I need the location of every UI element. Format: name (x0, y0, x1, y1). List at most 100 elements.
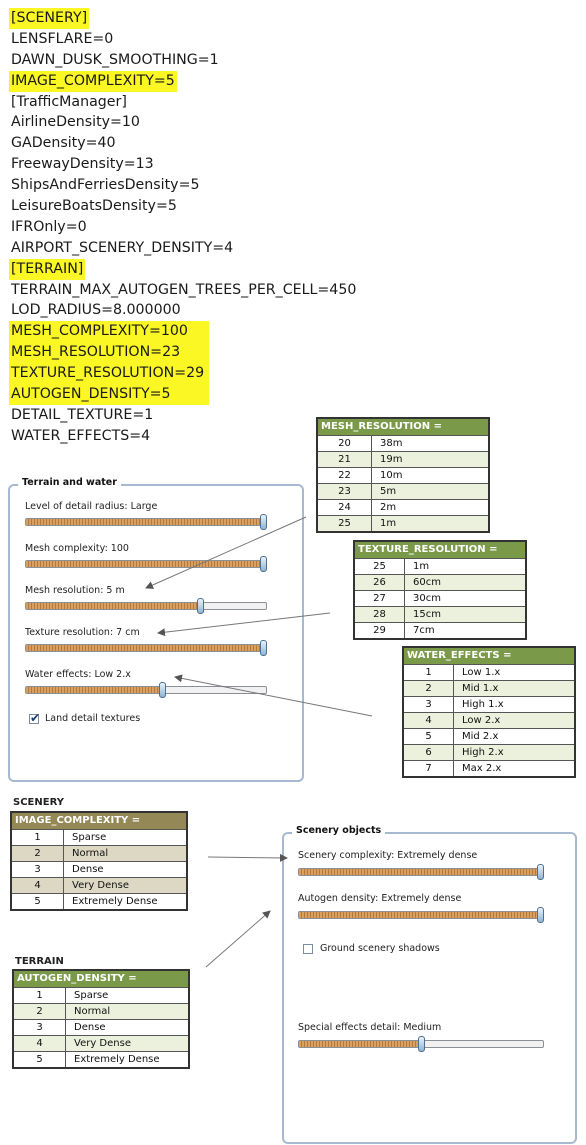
table-cell-meaning: 15cm (413, 609, 441, 620)
special-effects-slider-thumb[interactable] (417, 1036, 425, 1052)
table-row: 3 Dense (14, 1019, 188, 1035)
table-cell-meaning: Dense (72, 864, 104, 875)
autogen-density-slider-thumb[interactable] (537, 907, 544, 923)
table-cell-value: 1 (404, 665, 454, 680)
special-effects-label: Special effects detail: Medium (298, 1022, 442, 1033)
mesh-complexity-slider-thumb[interactable] (260, 556, 267, 572)
table-cell-value: 7 (404, 761, 454, 776)
config-line: FreewayDensity=13 (9, 154, 569, 175)
table-cell-meaning: Normal (72, 848, 109, 859)
config-line: AUTOGEN_DENSITY=5 (9, 384, 569, 405)
mesh-resolution-slider-fill (26, 603, 202, 609)
table-cell-value: 4 (12, 878, 64, 893)
arrow-water (174, 674, 373, 717)
config-line: TERRAIN_MAX_AUTOGEN_TREES_PER_CELL=450 (9, 280, 569, 301)
water-effects-slider-thumb[interactable] (158, 682, 166, 698)
water-effects-slider-fill (26, 687, 163, 693)
image-table-header: IMAGE_COMPLEXITY = (12, 813, 186, 829)
table-cell-value: 25 (318, 516, 372, 531)
autogen-density-label: Autogen density: Extremely dense (298, 893, 462, 904)
config-line: DAWN_DUSK_SMOOTHING=1 (9, 50, 569, 71)
table-cell-value: 2 (14, 1004, 66, 1019)
land-detail-checkbox[interactable]: ✔ (29, 711, 41, 725)
config-line-text: WATER_EFFECTS=4 (11, 427, 151, 444)
table-cell-value: 5 (14, 1052, 66, 1067)
table-cell-meaning: 7cm (413, 625, 435, 636)
scenery-panel-title: Scenery objects (292, 825, 386, 836)
table-cell-meaning: Extremely Dense (72, 896, 158, 907)
scenery-complexity-slider-fill (299, 869, 543, 875)
config-line-text: MESH_RESOLUTION=23 (9, 342, 209, 364)
config-line-text: AirlineDensity=10 (11, 114, 140, 131)
config-line: [SCENERY] (9, 8, 569, 29)
table-cell-meaning: 1m (380, 518, 397, 529)
ground-shadows-checkbox[interactable] (303, 944, 313, 954)
table-cell-value: 4 (404, 713, 454, 728)
special-effects-slider-fill (299, 1041, 421, 1047)
config-line-text: TERRAIN_MAX_AUTOGEN_TREES_PER_CELL=450 (11, 281, 357, 298)
scenery-complexity-label: Scenery complexity: Extremely dense (298, 850, 478, 861)
config-line: DETAIL_TEXTURE=1 (9, 405, 569, 426)
autogen-table-header: AUTOGEN_DENSITY = (14, 971, 188, 987)
table-cell-value: 29 (355, 623, 405, 638)
table-cell-value: 5 (404, 729, 454, 744)
config-line-text: MESH_COMPLEXITY=100 (9, 321, 209, 343)
config-line: LENSFLARE=0 (9, 29, 569, 50)
config-line: LeisureBoatsDensity=5 (9, 196, 569, 217)
lod-radius-slider-fill (26, 519, 266, 525)
config-line: WATER_EFFECTS=4 (9, 426, 569, 447)
table-cell-value: 3 (14, 1020, 66, 1035)
config-line: AIRPORT_SCENERY_DENSITY=4 (9, 238, 569, 259)
config-line: AirlineDensity=10 (9, 112, 569, 133)
table-cell-meaning: Dense (74, 1022, 106, 1033)
config-line-text: GADensity=40 (11, 135, 116, 152)
config-line: [TrafficManager] (9, 92, 569, 113)
table-cell-value: 5 (12, 894, 64, 909)
mesh-resolution-slider[interactable] (25, 602, 267, 610)
table-cell-value: 22 (318, 468, 372, 483)
water-effects-slider[interactable] (25, 686, 267, 694)
table-row: 29 7cm (355, 622, 525, 638)
table-cell-meaning: 1m (413, 561, 430, 572)
mesh-complexity-label: Mesh complexity: 100 (25, 543, 129, 554)
texture-resolution-slider-thumb[interactable] (260, 640, 267, 656)
table-cell-value: 3 (404, 697, 454, 712)
config-line: [TERRAIN] (9, 258, 569, 280)
config-line-text: [TrafficManager] (11, 93, 127, 110)
texture-resolution-slider-fill (26, 645, 266, 651)
lod-radius-slider-thumb[interactable] (260, 514, 267, 530)
autogen-density-slider-fill (299, 912, 543, 918)
texture-resolution-label: Texture resolution: 7 cm (25, 627, 140, 638)
water-effects-label: Water effects: Low 2.x (25, 669, 131, 680)
table-cell-meaning: 30cm (413, 593, 441, 604)
table-cell-value: 2 (404, 681, 454, 696)
config-line: IFROnly=0 (9, 217, 569, 238)
mesh-resolution-slider-thumb[interactable] (196, 598, 204, 614)
config-line-text: DETAIL_TEXTURE=1 (11, 406, 154, 423)
table-cell-value: 1 (14, 988, 66, 1003)
table-cell-meaning: Max 2.x (462, 763, 502, 774)
scenery-complexity-slider-thumb[interactable] (537, 864, 544, 880)
checkmark-icon: ✔ (30, 711, 41, 725)
water-table-header: WATER_EFFECTS = (404, 648, 574, 664)
config-line-text: TEXTURE_RESOLUTION=29 (9, 363, 209, 385)
